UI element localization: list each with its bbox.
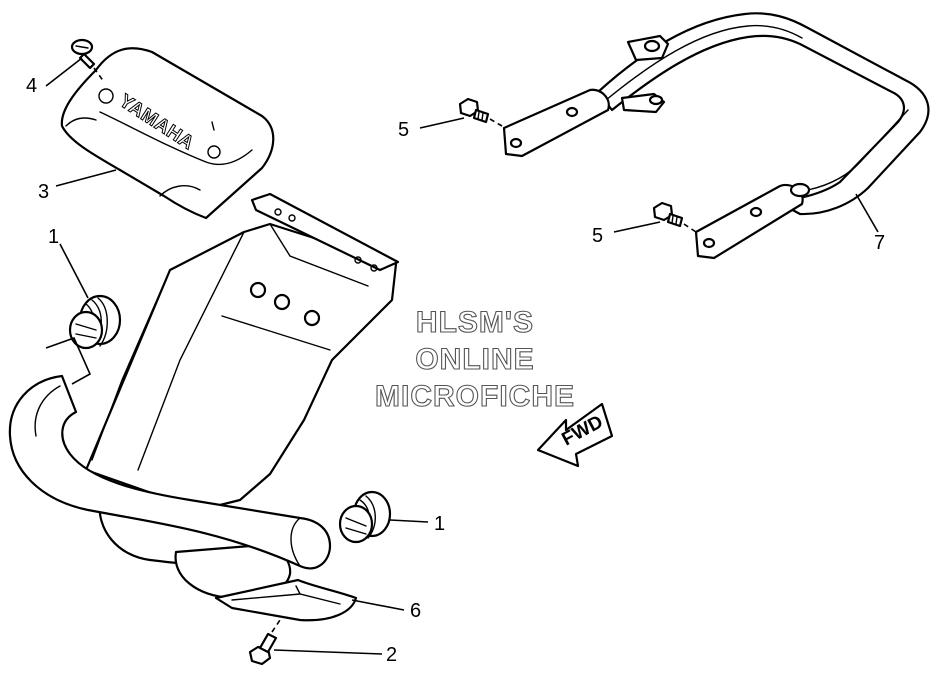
watermark-line-1: HLSM'S	[416, 306, 534, 339]
grab-bar-part-7[interactable]	[502, 12, 930, 260]
bolt-part-2[interactable]	[248, 632, 278, 666]
bolt-part-5-upper[interactable]	[458, 97, 490, 124]
callout-2: 2	[386, 644, 397, 666]
callout-7: 7	[874, 232, 885, 254]
watermark: HLSM'S ONLINE MICROFICHE	[374, 305, 575, 413]
muffler-cover-part-3[interactable]: YAMAHA	[60, 47, 275, 220]
callout-1-upper: 1	[48, 226, 59, 248]
callout-3: 3	[38, 181, 49, 203]
watermark-line-3: MICROFICHE	[375, 380, 575, 413]
screw-part-4[interactable]	[70, 38, 96, 70]
callout-labels: 4 3 1 1 6 2 5 5 7	[26, 75, 885, 666]
forward-direction-arrow: FWD	[536, 402, 614, 468]
gasket-part-1-upper[interactable]	[68, 294, 122, 350]
bolt-part-5-lower[interactable]	[652, 201, 684, 228]
gasket-part-1-lower[interactable]	[338, 490, 392, 544]
callout-6: 6	[410, 600, 421, 622]
leader-lines	[45, 57, 879, 655]
heat-guard-part-6[interactable]	[214, 578, 358, 622]
callout-1-lower: 1	[434, 513, 445, 535]
callout-4: 4	[26, 75, 37, 97]
callout-5-lower: 5	[592, 225, 603, 247]
callout-5-upper: 5	[398, 119, 409, 141]
muffler-exhaust-assembly	[8, 192, 400, 600]
watermark-line-2: ONLINE	[415, 343, 534, 376]
